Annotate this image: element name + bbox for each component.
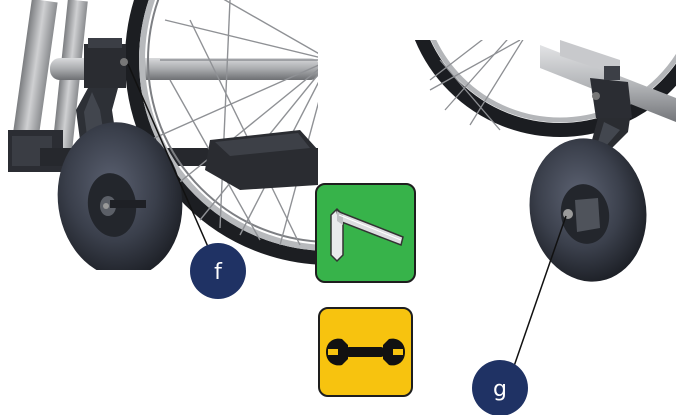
wrench-tile <box>318 307 413 397</box>
callout-g: g <box>472 360 528 415</box>
callout-f: f <box>190 243 246 299</box>
hex-key-tile <box>315 183 416 283</box>
callout-f-label: f <box>214 260 223 285</box>
callout-g-label: g <box>493 377 507 402</box>
wrench-icon <box>320 309 411 395</box>
hex-key-icon <box>317 185 414 281</box>
